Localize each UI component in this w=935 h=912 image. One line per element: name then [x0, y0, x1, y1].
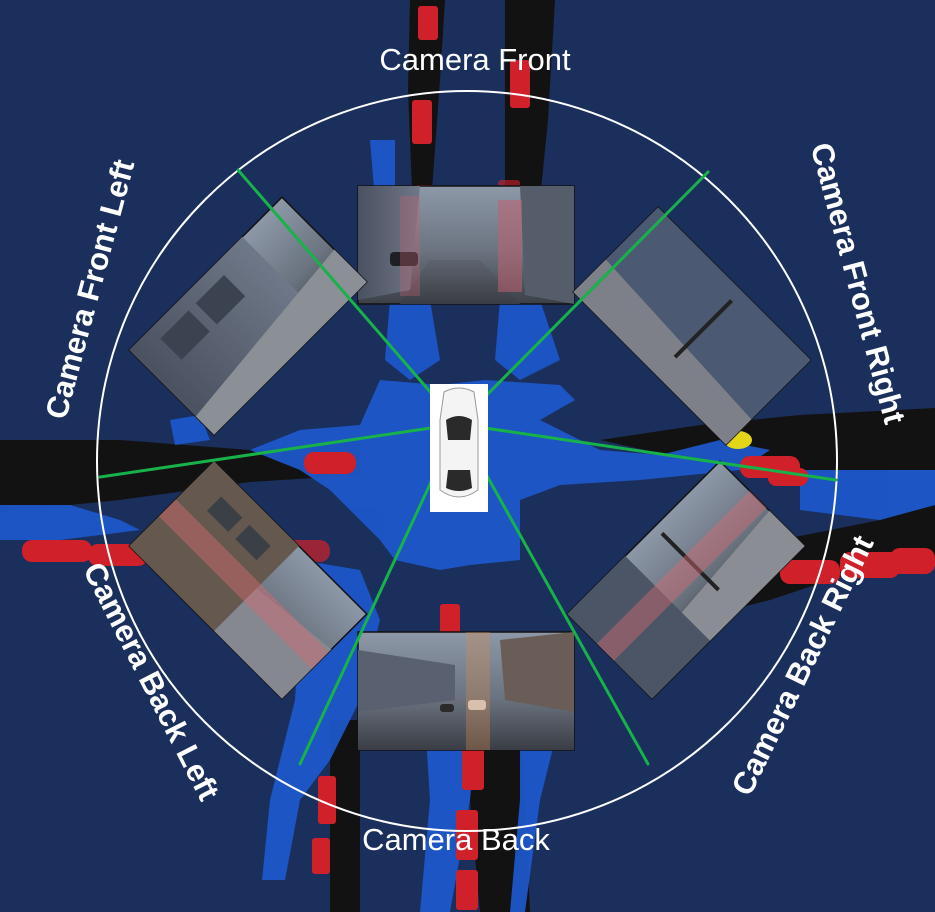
camera-image-front — [357, 185, 575, 305]
ego-vehicle — [430, 384, 488, 512]
camera-image-back-right — [566, 460, 806, 700]
camera-image-back — [357, 631, 575, 751]
label-camera-back: Camera Back — [362, 822, 550, 857]
camera-image-front-left — [128, 196, 368, 436]
camera-image-front-right — [572, 206, 812, 446]
camera-image-back-left — [128, 460, 368, 700]
label-camera-front: Camera Front — [379, 42, 571, 77]
fov-rays — [98, 168, 838, 766]
camera-fov-circle — [96, 90, 838, 832]
